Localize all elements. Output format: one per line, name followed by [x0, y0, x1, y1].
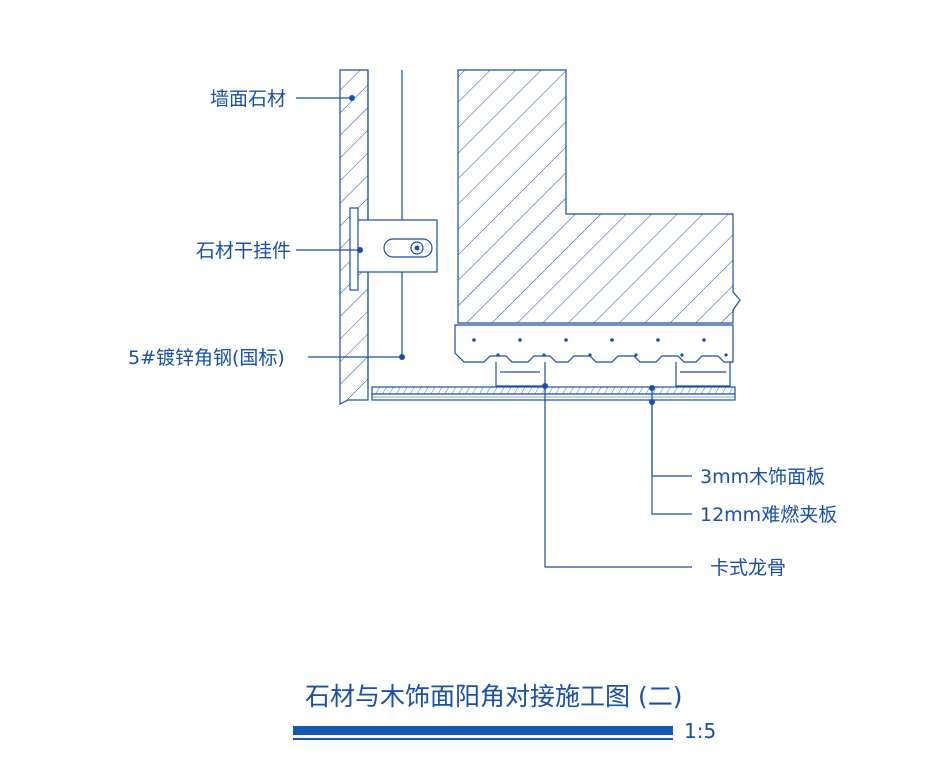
label-angle-steel: 5#镀锌角钢(国标): [128, 347, 285, 369]
drawing-title: 石材与木饰面阳角对接施工图 (二): [305, 682, 682, 711]
label-fire-board: 12mm难燃夹板: [700, 504, 837, 526]
title-underline-thick: [293, 726, 673, 735]
fire-retardant-board: [371, 386, 736, 395]
keel-clip-1: [495, 362, 546, 387]
leader-wood-veneer: [651, 388, 692, 477]
label-keel: 卡式龙骨: [710, 557, 786, 579]
label-wood-veneer: 3mm木饰面板: [700, 466, 825, 488]
keel-profile: [454, 324, 734, 363]
stone-hanger-clip: [349, 207, 359, 291]
structural-wall: [457, 69, 741, 324]
drawing-scale: 1:5: [684, 719, 716, 743]
leader-fire-board: [651, 402, 692, 515]
keel-clip-2: [675, 362, 731, 387]
label-stone-hanger: 石材干挂件: [196, 240, 291, 262]
leader-keel: [544, 386, 692, 568]
keel-dots: [472, 338, 728, 357]
hanger-slot: [383, 238, 433, 258]
title-underline-thin: [293, 738, 673, 740]
label-wall-stone: 墙面石材: [210, 88, 286, 110]
